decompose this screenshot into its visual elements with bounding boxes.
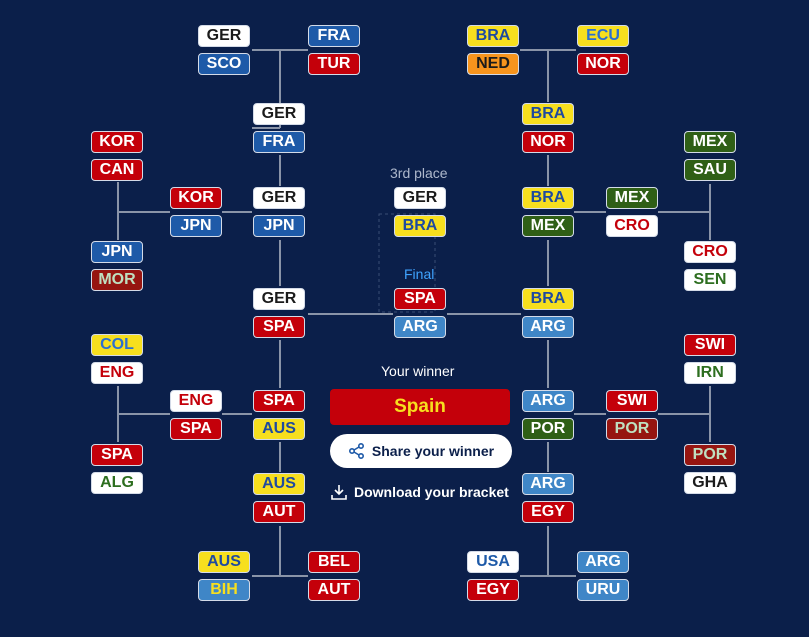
team-l-r8-c1[interactable]: KOR — [170, 187, 222, 209]
team-r-r8-e2[interactable]: POR — [606, 418, 658, 440]
connector — [117, 182, 170, 240]
download-bracket-label: Download your bracket — [354, 484, 509, 500]
team-l-r16-d1[interactable]: JPN — [91, 241, 143, 263]
team-r-r16-b2[interactable]: NOR — [577, 53, 629, 75]
team-l-r16-h2[interactable]: AUT — [308, 579, 360, 601]
team-third-2[interactable]: BRA — [394, 215, 446, 237]
team-r-r16-d1[interactable]: CRO — [684, 241, 736, 263]
team-r-r16-e2[interactable]: IRN — [684, 362, 736, 384]
team-r-r16-a2[interactable]: NED — [467, 53, 519, 75]
final-label: Final — [404, 266, 435, 282]
team-r-r8-c1[interactable]: MEX — [606, 187, 658, 209]
winner-display: Spain — [330, 389, 510, 425]
team-l-r16-e1[interactable]: COL — [91, 334, 143, 356]
team-final-2[interactable]: ARG — [394, 316, 446, 338]
team-l-r16-f1[interactable]: SPA — [91, 444, 143, 466]
team-r-r16-d2[interactable]: SEN — [684, 269, 736, 291]
connector — [547, 155, 576, 577]
team-l-r16-d2[interactable]: MOR — [91, 269, 143, 291]
team-r-qf-b2[interactable]: MEX — [522, 215, 574, 237]
team-l-r8-e1[interactable]: ENG — [170, 390, 222, 412]
team-third-1[interactable]: GER — [394, 187, 446, 209]
team-r-r16-c2[interactable]: SAU — [684, 159, 736, 181]
team-l-r8-c2[interactable]: JPN — [170, 215, 222, 237]
team-r-qf-d1[interactable]: ARG — [522, 473, 574, 495]
team-l-r16-g1[interactable]: AUS — [198, 551, 250, 573]
team-r-r16-c1[interactable]: MEX — [684, 131, 736, 153]
team-r-r16-h1[interactable]: ARG — [577, 551, 629, 573]
connector — [520, 49, 576, 102]
team-final-1[interactable]: SPA — [394, 288, 446, 310]
team-l-r16-c2[interactable]: CAN — [91, 159, 143, 181]
third-place-label: 3rd place — [390, 165, 448, 181]
team-l-sf-1[interactable]: GER — [253, 288, 305, 310]
team-l-r16-c1[interactable]: KOR — [91, 131, 143, 153]
team-r-sf-1[interactable]: BRA — [522, 288, 574, 310]
team-r-r16-e1[interactable]: SWI — [684, 334, 736, 356]
team-r-qf-b1[interactable]: BRA — [522, 187, 574, 209]
team-r-sf-2[interactable]: ARG — [522, 316, 574, 338]
team-l-r16-e2[interactable]: ENG — [91, 362, 143, 384]
team-l-qf-a2[interactable]: FRA — [253, 131, 305, 153]
team-l-qf-d1[interactable]: AUS — [253, 473, 305, 495]
team-r-r16-h2[interactable]: URU — [577, 579, 629, 601]
team-l-qf-a1[interactable]: GER — [253, 103, 305, 125]
team-l-r16-a1[interactable]: GER — [198, 25, 250, 47]
team-l-r16-h1[interactable]: BEL — [308, 551, 360, 573]
share-winner-label: Share your winner — [371, 443, 495, 459]
connector — [117, 386, 170, 442]
team-r-r16-b1[interactable]: ECU — [577, 25, 629, 47]
download-bracket-link[interactable]: Download your bracket — [330, 481, 520, 503]
team-l-r16-g2[interactable]: BIH — [198, 579, 250, 601]
team-l-r8-e2[interactable]: SPA — [170, 418, 222, 440]
team-l-qf-c1[interactable]: SPA — [253, 390, 305, 412]
download-icon — [330, 483, 348, 501]
team-l-r16-f2[interactable]: ALG — [91, 472, 143, 494]
team-l-r16-a2[interactable]: SCO — [198, 53, 250, 75]
your-winner-label: Your winner — [381, 363, 455, 379]
connector — [658, 386, 711, 442]
team-l-qf-d2[interactable]: AUT — [253, 501, 305, 523]
team-r-r16-g2[interactable]: EGY — [467, 579, 519, 601]
team-r-qf-c1[interactable]: ARG — [522, 390, 574, 412]
team-r-qf-d2[interactable]: EGY — [522, 501, 574, 523]
connector — [252, 49, 308, 129]
team-r-r8-e1[interactable]: SWI — [606, 390, 658, 412]
team-l-r16-b2[interactable]: TUR — [308, 53, 360, 75]
team-l-r16-b1[interactable]: FRA — [308, 25, 360, 47]
team-l-qf-c2[interactable]: AUS — [253, 418, 305, 440]
team-r-r16-f2[interactable]: GHA — [684, 472, 736, 494]
team-l-qf-b1[interactable]: GER — [253, 187, 305, 209]
team-l-sf-2[interactable]: SPA — [253, 316, 305, 338]
team-r-r16-g1[interactable]: USA — [467, 551, 519, 573]
third-place-frame — [378, 213, 436, 313]
connector — [658, 184, 711, 240]
connector — [279, 155, 308, 577]
team-r-qf-a1[interactable]: BRA — [522, 103, 574, 125]
team-r-r16-f1[interactable]: POR — [684, 444, 736, 466]
team-l-qf-b2[interactable]: JPN — [253, 215, 305, 237]
share-icon — [348, 442, 366, 460]
share-winner-button[interactable]: Share your winner — [330, 434, 512, 468]
team-r-r16-a1[interactable]: BRA — [467, 25, 519, 47]
team-r-qf-c2[interactable]: POR — [522, 418, 574, 440]
team-r-qf-a2[interactable]: NOR — [522, 131, 574, 153]
team-r-r8-c2[interactable]: CRO — [606, 215, 658, 237]
